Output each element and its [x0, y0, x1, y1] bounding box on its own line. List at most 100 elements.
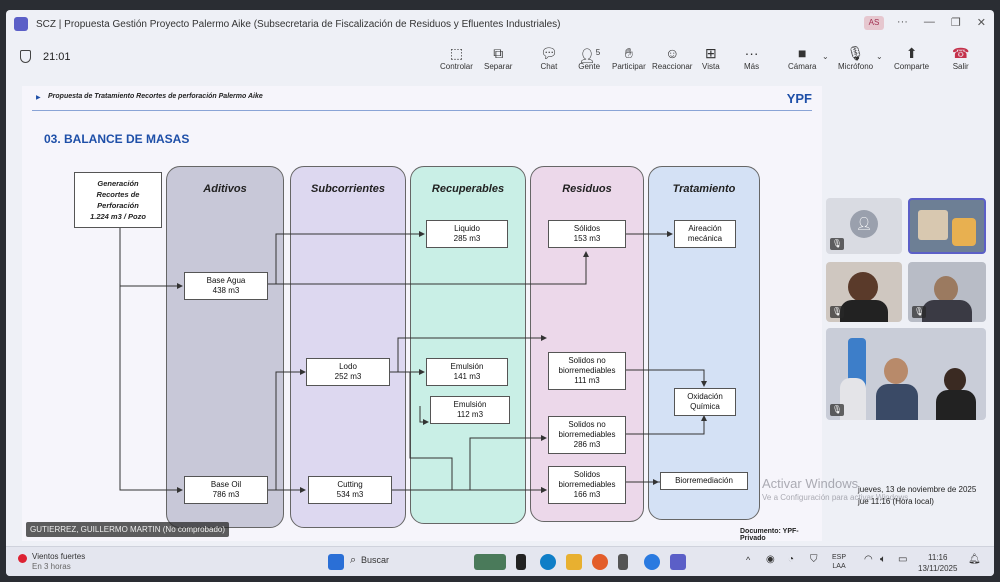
- mic-muted-icon: 🎙︎: [830, 404, 844, 416]
- slide-header: ▶ Propuesta de Tratamiento Recortes de p…: [22, 86, 822, 112]
- box-solidos-no-bio-286: Solidos no biorremediables 286 m3: [548, 416, 626, 454]
- document-classification: Documento: YPF-Privado: [740, 528, 799, 542]
- mic-off-icon: 🎙︎: [846, 45, 865, 61]
- people-count-badge: 5: [595, 48, 601, 57]
- box-emulsion-112: Emulsión 112 m3: [430, 396, 510, 424]
- start-icon[interactable]: [328, 554, 344, 570]
- ypf-logo: YPF: [786, 91, 812, 106]
- shield-icon: [20, 50, 31, 63]
- window-title: SCZ | Propuesta Gestión Proyecto Palermo…: [36, 18, 561, 30]
- column-aditivos: Aditivos: [166, 166, 284, 528]
- shared-slide: ▶ Propuesta de Tratamiento Recortes de p…: [22, 86, 822, 542]
- presenter-name-tag: GUTIERREZ, GUILLERMO MARTIN (No comproba…: [26, 522, 230, 537]
- box-solidos-bio-166: Solidos biorremediables 166 m3: [548, 466, 626, 504]
- task-view-icon[interactable]: [516, 554, 526, 570]
- notifications-icon[interactable]: 🔔︎: [968, 554, 981, 565]
- arrow-bullet-icon: ▶: [36, 95, 41, 101]
- popout-button[interactable]: ⧉ Separar: [484, 45, 513, 71]
- box-emulsion-141: Emulsión 141 m3: [426, 358, 508, 386]
- firefox-icon[interactable]: [592, 554, 608, 570]
- tray-app-icon[interactable]: ◉: [766, 554, 775, 565]
- more-options-icon[interactable]: ···: [896, 16, 908, 28]
- avatar[interactable]: AS: [864, 16, 884, 30]
- box-oxidacion: Oxidación Química: [674, 388, 736, 416]
- box-base-agua: Base Agua 438 m3: [184, 272, 268, 300]
- section-title: 03. BALANCE DE MASAS: [44, 132, 190, 146]
- meeting-toolbar: 21:01 ⬚ Controlar ⧉ Separar 💬︎ Chat 👤︎5 …: [6, 38, 994, 84]
- widgets-icon[interactable]: [474, 554, 506, 570]
- teams-icon: [14, 17, 28, 31]
- screen: SCZ | Propuesta Gestión Proyecto Palermo…: [6, 10, 994, 576]
- browser-icon[interactable]: [644, 554, 660, 570]
- control-icon: ⬚: [449, 45, 464, 61]
- edge-icon[interactable]: [540, 554, 556, 570]
- people-button[interactable]: 👤︎5 Gente: [578, 44, 600, 71]
- view-icon: ⊞: [704, 45, 717, 61]
- taskbar-search[interactable]: Buscar: [361, 555, 390, 565]
- share-icon: ⬆: [905, 45, 918, 61]
- microphone-button[interactable]: 🎙︎ Micrófono: [838, 45, 874, 71]
- tray-headset-icon[interactable]: ◔: [788, 554, 795, 565]
- header-rule: [32, 110, 812, 111]
- participant-tile-woman[interactable]: 🎙︎: [826, 262, 902, 322]
- chat-button[interactable]: 💬︎ Chat: [540, 45, 558, 71]
- slide-subtitle: Propuesta de Tratamiento Recortes de per…: [48, 93, 263, 100]
- date-tooltip: jueves, 13 de noviembre de 2025 jue 11:1…: [858, 485, 977, 506]
- maximize-icon[interactable]: ❐: [950, 17, 961, 29]
- more-icon: ···: [744, 45, 759, 61]
- minimize-icon[interactable]: —: [923, 16, 935, 28]
- more-button[interactable]: ··· Más: [744, 45, 760, 71]
- popout-icon: ⧉: [493, 45, 504, 61]
- chat-icon: 💬︎: [540, 45, 558, 61]
- file-explorer-icon[interactable]: [566, 554, 582, 570]
- weather-alert-icon: [18, 554, 27, 563]
- tray-shield-icon[interactable]: ⛉: [810, 554, 818, 565]
- leave-icon: ☎: [952, 45, 970, 61]
- share-button[interactable]: ⬆ Comparte: [894, 45, 930, 71]
- box-solidos-153: Sólidos 153 m3: [548, 220, 626, 248]
- wifi-icon[interactable]: ◠: [864, 554, 873, 565]
- search-icon: ⌕: [350, 554, 357, 566]
- app-icon[interactable]: [618, 554, 628, 570]
- person-icon: 👤︎: [850, 210, 878, 238]
- volume-icon[interactable]: 🔈︎: [880, 554, 886, 565]
- people-icon: 👤︎5: [578, 47, 601, 64]
- view-button[interactable]: ⊞ Vista: [702, 45, 720, 71]
- react-button[interactable]: ☺ Reaccionar: [652, 45, 693, 71]
- participant-tile-audio[interactable]: 👤︎ 🎙︎: [826, 198, 902, 254]
- column-subcorrientes: Subcorrientes: [290, 166, 406, 528]
- flow-arrows: [119, 228, 707, 493]
- mic-options-chevron-icon[interactable]: ⌄: [876, 52, 883, 61]
- leave-button[interactable]: ☎ Salir: [952, 45, 970, 71]
- close-icon[interactable]: ✕: [976, 17, 986, 29]
- box-cutting: Cutting 534 m3: [308, 476, 392, 504]
- raise-hand-button[interactable]: ✋︎ Participar: [612, 45, 646, 71]
- weather-widget[interactable]: Vientos fuertes En 3 horas: [18, 552, 85, 572]
- taskbar-clock[interactable]: 11:16 13/11/2025: [918, 553, 958, 573]
- emoji-icon: ☺: [665, 45, 680, 61]
- mic-muted-icon: 🎙︎: [830, 238, 844, 250]
- participant-tile-group[interactable]: 🎙︎: [826, 328, 986, 420]
- teams-taskbar-icon[interactable]: [670, 554, 686, 570]
- camera-button[interactable]: ■ Cámara: [788, 45, 817, 71]
- camera-options-chevron-icon[interactable]: ⌄: [822, 52, 829, 61]
- participant-tile-man[interactable]: 🎙︎: [908, 262, 986, 322]
- title-bar: SCZ | Propuesta Gestión Proyecto Palermo…: [6, 10, 994, 38]
- box-liquido: Liquido 285 m3: [426, 220, 508, 248]
- box-biorremediacion: Biorremediación: [660, 472, 748, 490]
- participant-tile-room[interactable]: [908, 198, 986, 254]
- camera-icon: ■: [797, 45, 807, 61]
- box-base-oil: Base Oil 786 m3: [184, 476, 268, 504]
- battery-icon[interactable]: ▭: [898, 554, 908, 565]
- generation-box: Generación Recortes de Perforación 1.224…: [74, 172, 162, 228]
- windows-taskbar: Vientos fuertes En 3 horas ⌕ Buscar ^ ◉ …: [6, 546, 994, 576]
- language-indicator[interactable]: ESP LAA: [832, 554, 847, 570]
- mic-muted-icon: 🎙︎: [830, 306, 844, 318]
- tray-chevron-icon[interactable]: ^: [746, 555, 751, 565]
- windows-activation-watermark: Activar Windows Ve a Configuración para …: [762, 476, 911, 502]
- box-aireacion: Aireación mecánica: [674, 220, 736, 248]
- meeting-timer: 21:01: [20, 50, 71, 63]
- raise-hand-icon: ✋︎: [624, 45, 633, 61]
- control-button[interactable]: ⬚ Controlar: [440, 45, 473, 71]
- mic-muted-icon: 🎙︎: [912, 306, 926, 318]
